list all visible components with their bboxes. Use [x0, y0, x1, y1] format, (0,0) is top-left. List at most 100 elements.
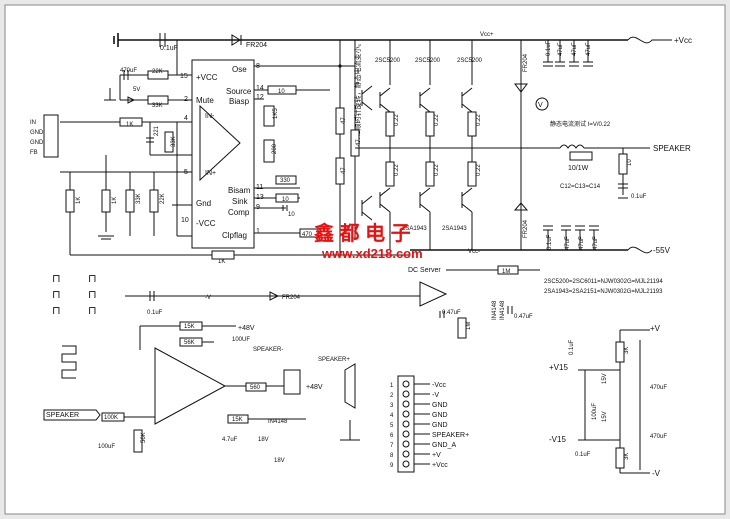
sheet-border	[4, 4, 726, 515]
r022-label: 0.22	[434, 114, 440, 126]
driver-collector	[361, 195, 373, 205]
connector-pin-num: 3	[390, 403, 394, 409]
npn-emitter	[461, 103, 473, 113]
r33k-c-label: 33K	[136, 193, 142, 204]
npn-collector	[419, 87, 431, 97]
chip-wiring: 22K 33K 470uF 5V 1K 33K 221 IN GND GND F…	[30, 40, 410, 265]
heatsink-icon: ⊓	[52, 273, 61, 285]
r33k-label: 33K	[152, 103, 163, 109]
connector-pin-num: 4	[390, 413, 394, 419]
r560-label: 560	[250, 385, 261, 391]
cap-label: 47uF	[572, 42, 578, 56]
neg-v-label: -V	[205, 295, 211, 301]
chip-pin-mute: Mute	[196, 96, 214, 105]
chip-pin-source: Source	[226, 87, 252, 96]
c01n-label: 0.1uF	[575, 452, 591, 458]
dc-server: DC Server 1M -V FR204 0.1uF 0.47uF 1M IN…	[125, 265, 663, 339]
d4148-label: IN4148	[268, 419, 288, 425]
r330-label: 330	[280, 178, 291, 184]
r1m-b-label: 1M	[466, 322, 472, 330]
speaker-branch: 10/1W SPEAKER 10 0.1uF V 静态电流测试 I=V/0.22…	[355, 97, 691, 200]
c01uf-b-label: 0.1uF	[147, 310, 163, 316]
r1k-g-label: 1K	[76, 197, 82, 204]
driver-collector	[361, 85, 373, 95]
heatsink-icons: ⊓ ⊓ ⊓ ⊓ ⊓ ⊓	[52, 273, 97, 317]
c470n-label: 470uF	[650, 434, 667, 440]
npn-label: 2SC5200	[415, 58, 441, 64]
r1k-clp-label: 1K	[218, 259, 225, 265]
connector-pin-label: SPEAKER+	[432, 432, 469, 439]
connector-pin-label: GND_A	[432, 442, 456, 449]
r10-speaker-label: 10/1W	[568, 165, 589, 172]
r15k-label: 15K	[184, 324, 195, 330]
chip-pin-vee: -VCC	[196, 219, 216, 228]
c047b-label: 0.47uF	[514, 314, 533, 320]
diode-symbol	[514, 83, 528, 93]
quiescent-note: 静态电流测试 I=V/0.22	[550, 120, 611, 128]
pnp-label: 2SA1943	[442, 226, 467, 232]
emitter-resistor	[467, 111, 477, 137]
r1m-label: 1M	[502, 269, 510, 275]
r56k-b-label: 56K	[141, 432, 147, 443]
connector-pin-hole	[402, 420, 410, 428]
c470p-label: 470uF	[650, 385, 667, 391]
connector-pin-hole	[402, 390, 410, 398]
meter-v: V	[538, 102, 543, 109]
fr204-b-label: FR204	[282, 295, 301, 301]
connector-pin-label: GND	[432, 412, 448, 419]
emitter-resistor	[385, 161, 395, 187]
bias-network: 10 1K5 200 330 VR1顺时针旋转，静态电流变小。 10 10 47…	[254, 39, 362, 238]
neg-rail-label: -55V	[653, 246, 671, 255]
npn-collector	[379, 87, 391, 97]
power-connector: -Vcc1-V2GND3GND4GND5SPEAKER+6GND_A7+V8+V…	[390, 375, 469, 473]
pv-label: +V	[650, 324, 661, 333]
watermark-url: www.xd218.com	[321, 246, 423, 261]
pv15-label: +V15	[549, 363, 568, 372]
r022-label: 0.22	[476, 114, 482, 126]
c100p-label: 100uF	[592, 403, 598, 420]
pnp-emitter	[379, 187, 391, 197]
connector-pin-num: 1	[390, 383, 394, 389]
heatsink-icon: ⊓	[52, 289, 61, 301]
chip-pin-vcc: +VCC	[196, 73, 218, 82]
cap-label: 47uF	[565, 236, 571, 250]
r022-label: 0.22	[394, 164, 400, 176]
connector-pin-hole	[402, 400, 410, 408]
pnp-emitter	[461, 187, 473, 197]
pnp-emitter	[419, 187, 431, 197]
vcc-minus-label: Vcc-	[468, 249, 480, 255]
connector-pin-label: +V	[432, 452, 441, 459]
rail-regulators: +V +V15 -V15 -V 3K 3K 15V 15V 470uF 470u…	[549, 324, 667, 478]
r1k-d-label: 1K	[112, 197, 118, 204]
chip-pin-gnd: Gnd	[196, 199, 211, 208]
fr204-top-label: FR204	[246, 42, 267, 49]
connector-pin-hole	[402, 440, 410, 448]
watermark-logo: 鑫 都 电 子 www.xd218.com	[314, 221, 423, 261]
r022-label: 0.22	[434, 164, 440, 176]
r3k-label: 3K	[624, 347, 630, 354]
speaker-label: SPEAKER	[653, 144, 691, 153]
eq1: 2SC5200=2SC6011=NJW0302G=MJL21194	[544, 279, 663, 285]
pnp-collector	[461, 203, 473, 213]
connector-pin-num: 9	[390, 463, 394, 469]
r15k-b-label: 15K	[232, 417, 243, 423]
chip-pin-ose: Ose	[232, 65, 247, 74]
c-eq-label: C12=C13=C14	[560, 184, 601, 190]
p48v-b-label: +48V	[306, 384, 323, 391]
r470-label: 470	[302, 232, 313, 238]
eq2: 2SA1943=2SA2151=NJW0302G=MJL21193	[544, 289, 663, 295]
r200-label: 200	[272, 143, 278, 154]
cap-label: 47uF	[579, 236, 585, 250]
connector-pin-hole	[402, 430, 410, 438]
connector-pin-hole	[402, 460, 410, 468]
connector-pin-label: GND	[432, 402, 448, 409]
connector-pin-num: 8	[390, 453, 394, 459]
conn-fb-label: FB	[30, 150, 38, 156]
chip-pin-num: 12	[256, 94, 264, 101]
r221-label: 221	[154, 125, 160, 136]
c100uf-b-label: 100uF	[98, 444, 115, 450]
npn-emitter	[419, 103, 431, 113]
c100uf-label: 100UF	[232, 337, 250, 343]
heatsink-fin-icon	[61, 345, 77, 379]
chip-pin-comp: Comp	[228, 208, 250, 217]
